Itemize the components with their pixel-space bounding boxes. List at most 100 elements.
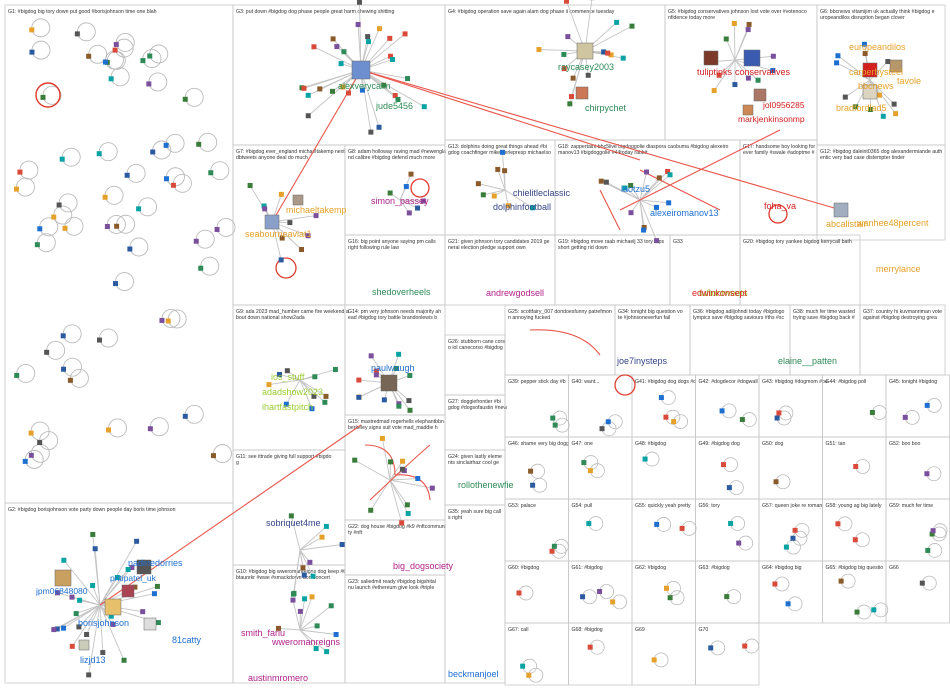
node-label-conservatives[interactable]: conservatives [735,67,791,77]
graph-node[interactable] [406,210,412,216]
graph-node[interactable] [22,458,28,464]
graph-node[interactable] [500,149,506,155]
graph-node[interactable] [834,60,840,66]
node-label-michaeltakemp[interactable]: michaeltakemp [286,205,347,215]
graph-node[interactable] [491,193,497,199]
graph-node[interactable] [406,398,412,404]
graph-node[interactable] [154,583,160,589]
graph-node[interactable] [352,457,358,463]
graph-node[interactable] [311,44,317,50]
graph-node[interactable] [388,53,394,59]
graph-node[interactable] [54,590,60,596]
graph-node[interactable] [399,520,405,526]
node-label-simon_passey[interactable]: simon_passey [371,196,429,206]
avatar[interactable] [833,202,849,218]
graph-node[interactable] [400,458,406,464]
graph-node[interactable] [147,426,153,432]
graph-node[interactable] [69,594,75,600]
graph-node[interactable] [312,374,318,380]
graph-node[interactable] [570,75,576,81]
graph-node[interactable] [783,544,789,550]
graph-node[interactable] [34,242,40,248]
graph-node[interactable] [745,75,751,81]
graph-node[interactable] [736,540,742,546]
graph-node[interactable] [311,393,317,399]
graph-node[interactable] [108,613,114,619]
graph-node[interactable] [658,395,664,401]
graph-node[interactable] [110,621,116,627]
graph-node[interactable] [671,419,677,425]
graph-node[interactable] [772,581,778,587]
graph-node[interactable] [862,51,868,57]
graph-node[interactable] [597,589,603,595]
graph-node[interactable] [628,210,634,216]
graph-node[interactable] [301,85,307,91]
graph-node[interactable] [356,394,362,400]
graph-node[interactable] [13,186,19,192]
graph-node[interactable] [726,485,732,491]
graph-node[interactable] [299,247,305,253]
graph-node[interactable] [305,233,311,239]
node-label-tuftontweets[interactable]: tuftontweets [699,288,748,298]
node-label-rollothenewfie[interactable]: rollothenewfie [458,480,514,490]
graph-node[interactable] [429,485,435,491]
graph-node[interactable] [653,204,659,210]
graph-node[interactable] [665,168,671,174]
avatar[interactable] [292,194,304,206]
node-label-big_dogsociety[interactable]: big_dogsociety [393,561,454,571]
graph-node[interactable] [608,52,614,58]
graph-node[interactable] [536,47,542,53]
graph-node[interactable] [297,608,303,614]
graph-node[interactable] [598,178,604,184]
graph-node[interactable] [283,401,289,407]
graph-node[interactable] [614,19,620,25]
node-label-dolphinfootball[interactable]: dolphinfootball [493,202,551,212]
node-label-elaine__patten[interactable]: elaine__patten [778,356,837,366]
avatar[interactable] [575,86,589,100]
graph-node[interactable] [402,31,408,37]
graph-node[interactable] [628,183,634,189]
graph-node[interactable] [867,106,873,112]
graph-node[interactable] [853,463,859,469]
graph-node[interactable] [323,523,329,529]
graph-node[interactable] [150,149,156,155]
graph-node[interactable] [132,584,138,590]
node-label-wweromanreigns[interactable]: wweromanreigns [271,637,341,647]
avatar[interactable] [703,50,719,66]
graph-node[interactable] [100,650,106,656]
graph-node[interactable] [67,377,73,383]
graph-node[interactable] [90,531,96,537]
graph-node[interactable] [569,94,575,100]
graph-node[interactable] [340,84,346,90]
graph-node[interactable] [502,168,508,174]
graph-node[interactable] [745,27,751,33]
graph-node[interactable] [550,415,556,421]
avatar[interactable] [753,88,767,102]
node-label-nadinedorries[interactable]: nadinedorries [128,558,183,568]
node-label-laotzu5[interactable]: laotzu5 [621,184,650,194]
graph-node[interactable] [732,82,738,88]
graph-node[interactable] [774,415,780,421]
graph-node[interactable] [603,179,609,185]
graph-node[interactable] [869,409,875,415]
graph-node[interactable] [322,399,328,405]
graph-node[interactable] [403,184,409,190]
graph-node[interactable] [61,557,67,563]
graph-node[interactable] [356,0,362,5]
graph-node[interactable] [421,198,427,204]
graph-node[interactable] [14,372,20,378]
graph-node[interactable] [654,521,660,527]
graph-node[interactable] [124,172,130,178]
node-label-adadshow2023[interactable]: adadshow2023 [262,387,323,397]
graph-node[interactable] [861,41,867,47]
node-label-borisjohnson[interactable]: borisjohnson [78,618,129,628]
graph-node[interactable] [415,205,421,211]
graph-node[interactable] [475,181,481,187]
node-label-jol0956285[interactable]: jol0956285 [762,100,805,110]
node-label-bradfordlad5[interactable]: bradfordlad5 [836,103,887,113]
graph-node[interactable] [278,191,284,197]
graph-node[interactable] [407,372,413,378]
graph-node[interactable] [305,113,311,119]
graph-node[interactable] [622,185,628,191]
node-label-merrylance[interactable]: merrylance [876,264,921,274]
